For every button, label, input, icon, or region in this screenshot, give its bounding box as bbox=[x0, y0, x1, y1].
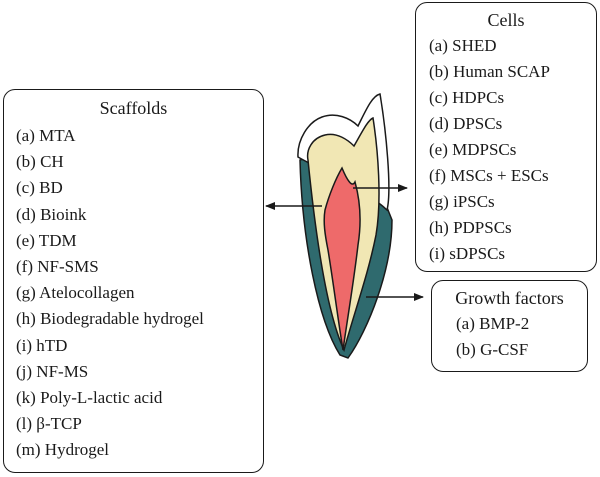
scaffold-item: (f) NF-SMS bbox=[16, 257, 99, 277]
scaffold-item: (e) TDM bbox=[16, 230, 77, 250]
scaffold-item: (c) BD bbox=[16, 178, 63, 198]
scaffold-item: (m) Hydrogel bbox=[16, 440, 110, 460]
scaffold-item: (i) hTD bbox=[16, 335, 68, 355]
scaffold-item: (l) β-TCP bbox=[16, 414, 82, 434]
cell-item: (e) MDPSCs bbox=[429, 140, 517, 159]
cell-item: (a) SHED bbox=[429, 36, 497, 55]
cells-box: Cells (a) SHED (b) Human SCAP (c) HDPCs … bbox=[415, 2, 597, 272]
pulp bbox=[323, 166, 361, 351]
scaffold-item: (k) Poly-L-lactic acid bbox=[16, 388, 163, 408]
cell-item: (h) PDPSCs bbox=[429, 218, 512, 237]
scaffold-item: (g) Atelocollagen bbox=[16, 283, 135, 303]
scaffolds-title: Scaffolds bbox=[99, 98, 168, 118]
scaffold-item: (j) NF-MS bbox=[16, 361, 89, 381]
cells-title: Cells bbox=[487, 10, 525, 30]
scaffold-item: (h) Biodegradable hydrogel bbox=[16, 309, 204, 329]
cell-item: (d) DPSCs bbox=[429, 114, 503, 133]
scaffold-item: (d) Bioink bbox=[16, 204, 87, 224]
growth-factors-box: Growth factors (a) BMP-2 (b) G-CSF bbox=[431, 280, 588, 372]
cell-item: (g) iPSCs bbox=[429, 192, 495, 211]
scaffolds-box: Scaffolds (a) MTA (b) CH (c) BD (d) Bioi… bbox=[3, 89, 264, 473]
cell-item: (b) Human SCAP bbox=[429, 62, 550, 81]
scaffold-item: (a) MTA bbox=[16, 126, 76, 145]
cell-item: (f) MSCs + ESCs bbox=[429, 166, 549, 185]
growth-factor-item: (a) BMP-2 bbox=[456, 314, 530, 333]
growth-factor-item: (b) G-CSF bbox=[456, 340, 529, 359]
growth-factors-title: Growth factors bbox=[455, 288, 564, 308]
scaffold-item: (b) CH bbox=[16, 152, 64, 172]
cell-item: (i) sDPSCs bbox=[429, 244, 506, 263]
cell-item: (c) HDPCs bbox=[429, 88, 505, 107]
